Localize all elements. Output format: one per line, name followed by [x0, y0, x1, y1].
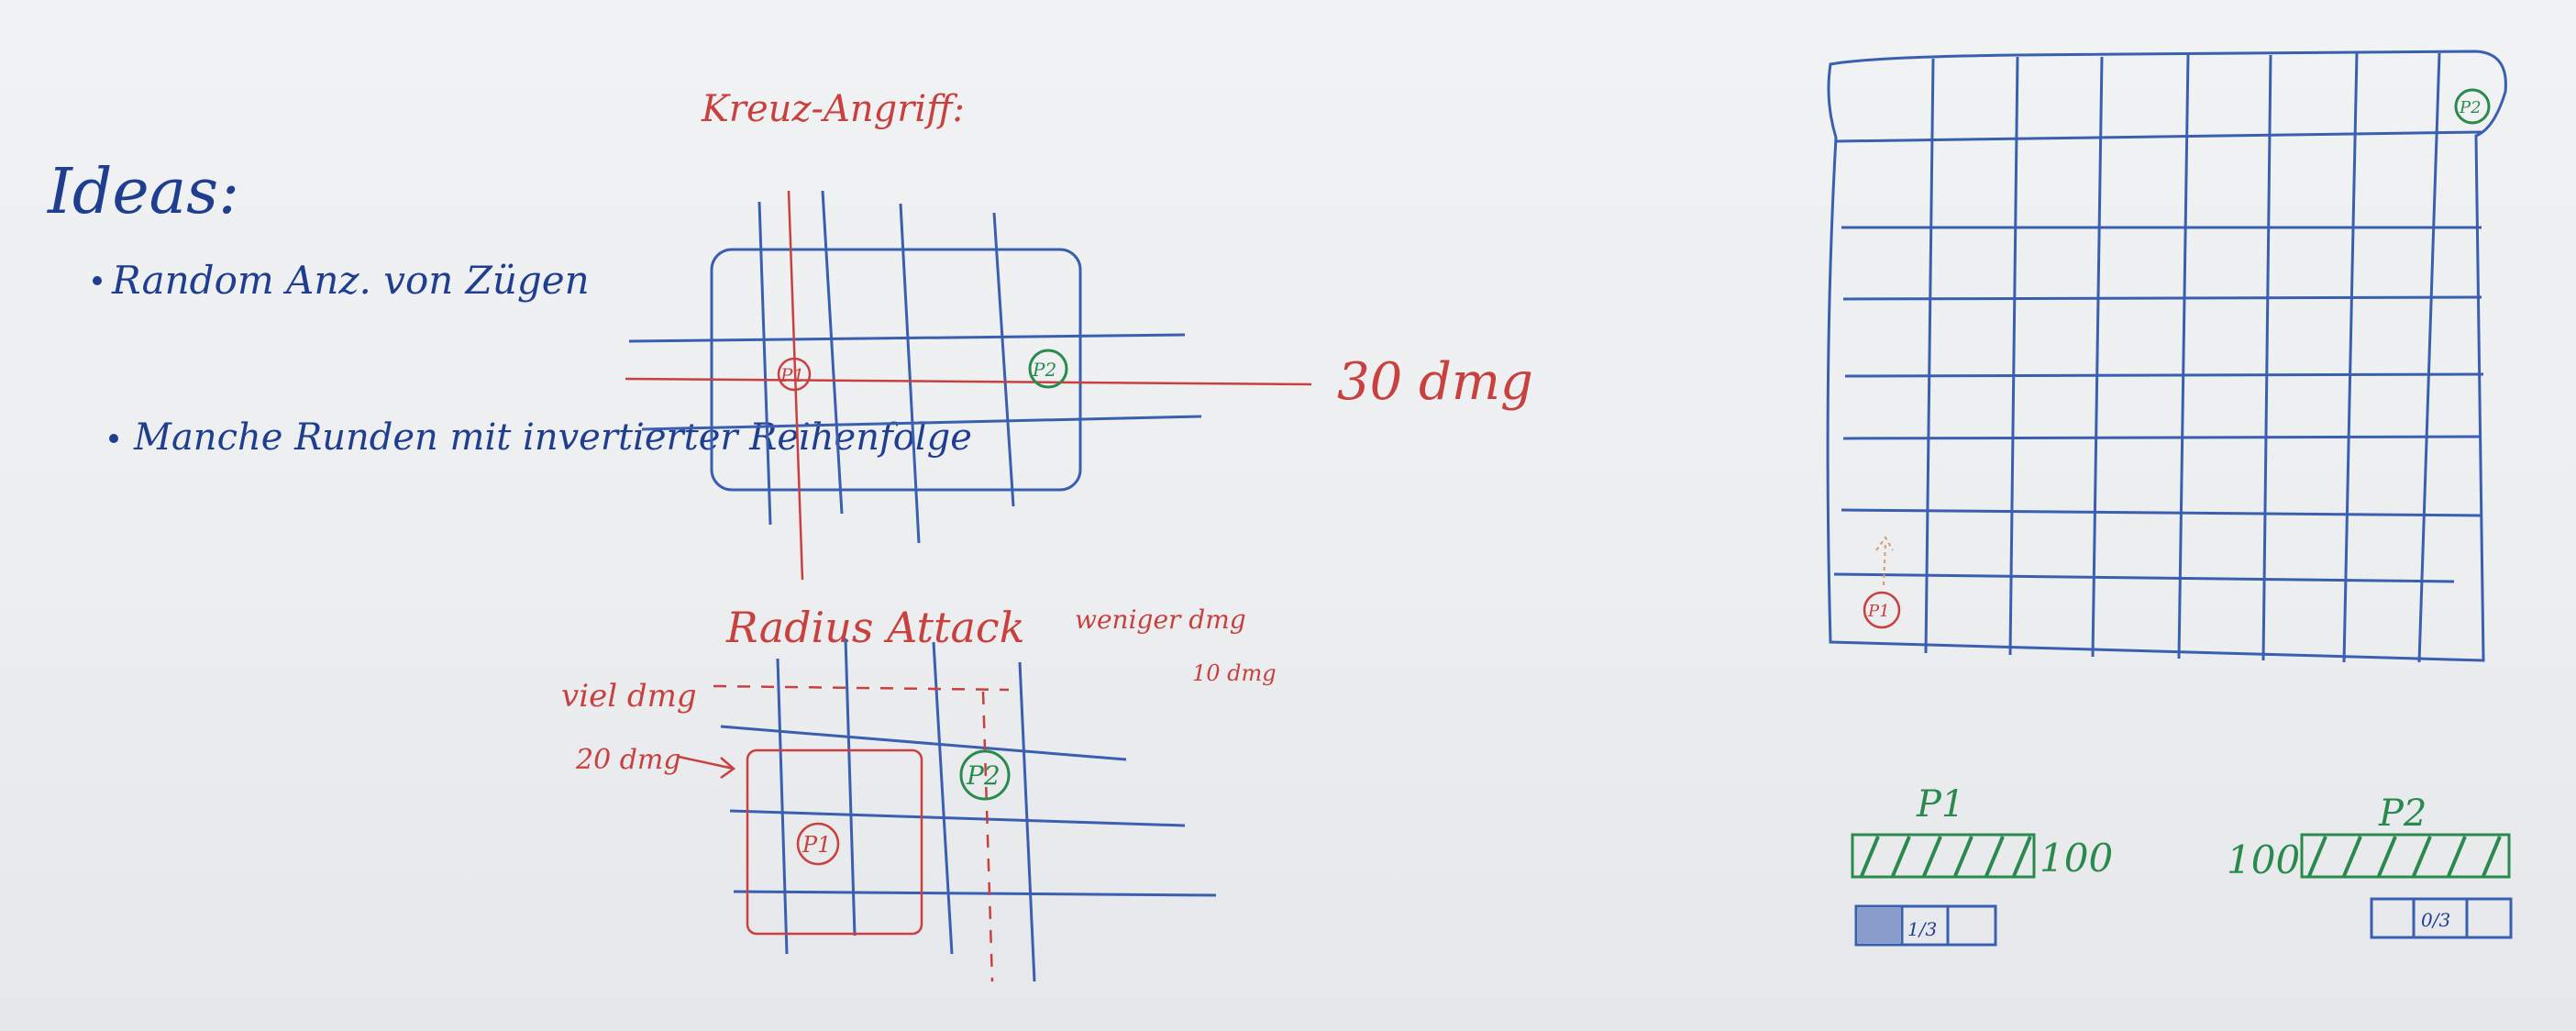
radius-p2-marker	[959, 749, 1011, 801]
p1-health-bar	[1851, 833, 2036, 879]
p2-hp-value: 100	[2227, 837, 2300, 882]
svg-text:P1: P1	[779, 364, 804, 386]
p2-status-label: P2	[2378, 793, 2427, 835]
board-p1-marker	[1863, 591, 1901, 629]
svg-text:P1: P1	[1867, 602, 1890, 621]
bullet-1	[93, 276, 102, 285]
cross-p1-marker	[777, 357, 812, 392]
board-move-arrow	[1875, 536, 1894, 586]
ideas-title: Ideas:	[46, 156, 239, 228]
svg-text:P1: P1	[802, 832, 831, 858]
radius-less-value: 10 dmg	[1192, 660, 1277, 686]
ideas-section: Ideas: Random Anz. von Zügen Manche Rund…	[46, 156, 972, 459]
bullet-2	[109, 434, 118, 443]
svg-text:P2: P2	[2459, 98, 2482, 117]
board-p2-marker	[2454, 88, 2491, 125]
radius-more-label: viel dmg	[561, 678, 697, 715]
cross-p2-marker	[1028, 349, 1068, 389]
ideas-item-2: Manche Runden mit invertierter Reihenfol…	[133, 416, 972, 459]
radius-attack-diagram: Radius Attack weniger dmg 10 dmg viel dm…	[561, 603, 1277, 982]
radius-p1-marker	[796, 822, 840, 866]
radius-more-value: 20 dmg	[575, 744, 681, 776]
cross-attack-title: Kreuz-Angriff:	[701, 88, 965, 130]
cross-attack-diagram: Kreuz-Angriff: P1 P2 30 dmg	[625, 88, 1533, 581]
p2-moves-value: 0/3	[2421, 909, 2450, 931]
game-board	[1826, 50, 2507, 663]
p1-moves-value: 1/3	[1907, 918, 1937, 940]
cross-damage-label: 30 dmg	[1337, 352, 1533, 412]
svg-text:P2: P2	[966, 760, 1001, 791]
p1-hp-value: 100	[2040, 836, 2113, 881]
svg-text:P2: P2	[1032, 359, 1056, 381]
radius-less-label: weniger dmg	[1075, 604, 1246, 635]
p1-moves-box	[1854, 904, 1997, 947]
p1-status: P1 100 1/3	[1851, 783, 2113, 947]
p1-status-label: P1	[1916, 783, 1964, 826]
p2-moves-box	[2370, 897, 2513, 939]
p2-status: P2 100 0/3	[2227, 793, 2513, 939]
ideas-item-1: Random Anz. von Zügen	[111, 258, 590, 303]
radius-attack-title: Radius Attack	[725, 603, 1025, 652]
p2-health-bar	[2300, 833, 2511, 879]
